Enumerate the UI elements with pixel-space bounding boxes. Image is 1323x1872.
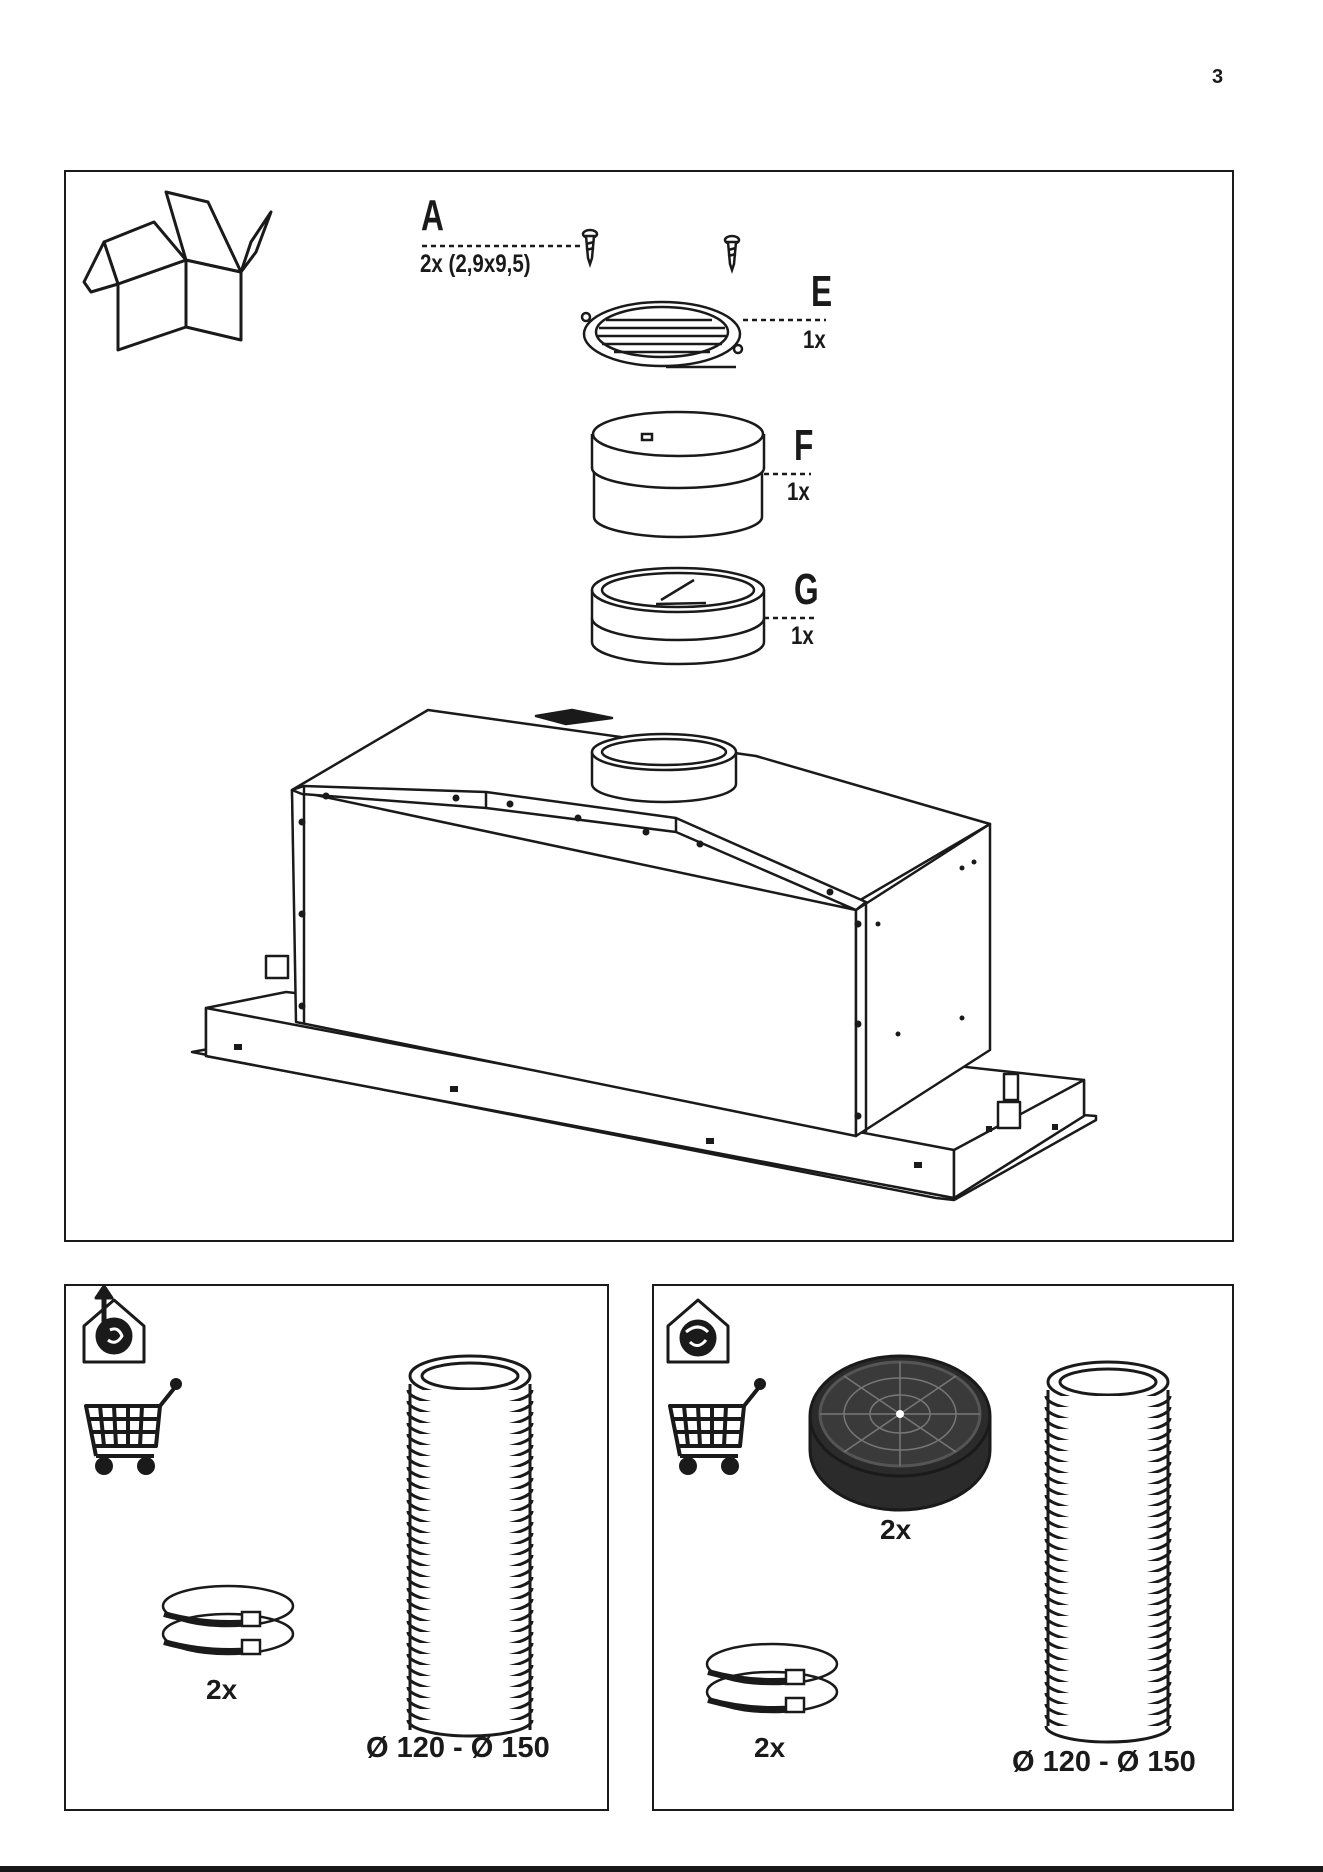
- ducted-mode-icon: [84, 1286, 144, 1362]
- hose-diameter: Ø 120 - Ø 150: [1012, 1746, 1196, 1779]
- carbon-filter-icon: [810, 1356, 990, 1510]
- cooker-hood: [192, 710, 1096, 1200]
- part-letter-g: G: [794, 568, 819, 612]
- part-letter-a: A: [421, 194, 444, 238]
- filter-quantity: 2x: [880, 1514, 911, 1546]
- hose-clamp-icon: [163, 1586, 293, 1654]
- clamp-quantity: 2x: [754, 1732, 785, 1764]
- part-qty-a: 2x (2,9x9,5): [420, 252, 531, 277]
- shopping-cart-icon: [86, 1380, 180, 1473]
- ducted-accessories-panel: 2x Ø 120 - Ø 150: [64, 1284, 609, 1811]
- recirculation-mode-icon: [668, 1300, 728, 1362]
- flexible-hose-icon: [408, 1356, 532, 1736]
- hose-clamp-icon: [707, 1644, 837, 1712]
- collar-part: [592, 568, 764, 664]
- contents-illustration: [66, 172, 1236, 1244]
- bottom-rule: [0, 1866, 1323, 1872]
- flexible-hose-icon: [1046, 1362, 1170, 1742]
- recirculation-illustration: [654, 1286, 1236, 1813]
- clamp-quantity: 2x: [206, 1674, 237, 1706]
- part-letter-f: F: [794, 424, 813, 468]
- hose-diameter: Ø 120 - Ø 150: [366, 1732, 550, 1765]
- screw-icon: [583, 230, 739, 270]
- part-qty-f: 1x: [787, 480, 810, 505]
- part-letter-e: E: [811, 270, 832, 314]
- part-qty-e: 1x: [803, 328, 826, 353]
- package-contents-panel: A 2x (2,9x9,5) E 1x F 1x G 1x: [64, 170, 1234, 1242]
- recirculation-accessories-panel: 2x 2x Ø 120 - Ø 150: [652, 1284, 1234, 1811]
- page-number: 3: [1212, 66, 1223, 89]
- reducer-part: [592, 412, 764, 537]
- shopping-cart-icon: [670, 1380, 764, 1473]
- hose-rib: [1046, 1726, 1170, 1742]
- grille-part: [582, 302, 742, 367]
- open-box-icon: [84, 192, 271, 350]
- part-qty-g: 1x: [791, 624, 814, 649]
